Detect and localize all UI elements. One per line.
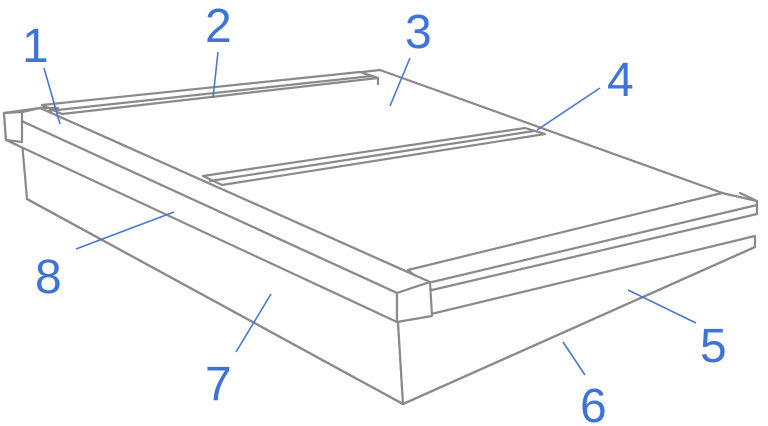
- end-rail-cap: [738, 191, 759, 203]
- callout-8: 8: [35, 251, 62, 304]
- middle-joint-edge: [208, 129, 536, 183]
- leader-7: [235, 293, 272, 353]
- front-frame-left-cap: [2, 110, 24, 144]
- front-frame-cap: [395, 280, 434, 324]
- callout-labels: 1 2 3 4 5 6 7 8: [22, 0, 727, 426]
- callout-1: 1: [22, 20, 49, 73]
- callout-5: 5: [700, 320, 727, 373]
- end-rail-edge: [430, 203, 759, 284]
- leader-5: [627, 289, 697, 324]
- callout-7: 7: [205, 358, 232, 411]
- leader-4: [536, 87, 601, 131]
- callout-6: 6: [580, 380, 607, 426]
- corner-bracket: [20, 106, 60, 114]
- callout-4: 4: [607, 54, 634, 107]
- bottom-edge: [25, 197, 757, 406]
- tray-body: [2, 68, 759, 406]
- leader-1: [43, 67, 61, 125]
- leader-6: [562, 341, 586, 376]
- back-rail-cap: [358, 70, 380, 86]
- back-rail-edge: [46, 74, 374, 113]
- leader-8: [75, 211, 175, 250]
- leader-lines: [43, 51, 697, 376]
- callout-2: 2: [205, 0, 232, 53]
- leader-3: [389, 57, 411, 107]
- leader-2: [212, 51, 219, 99]
- callout-3: 3: [405, 6, 432, 59]
